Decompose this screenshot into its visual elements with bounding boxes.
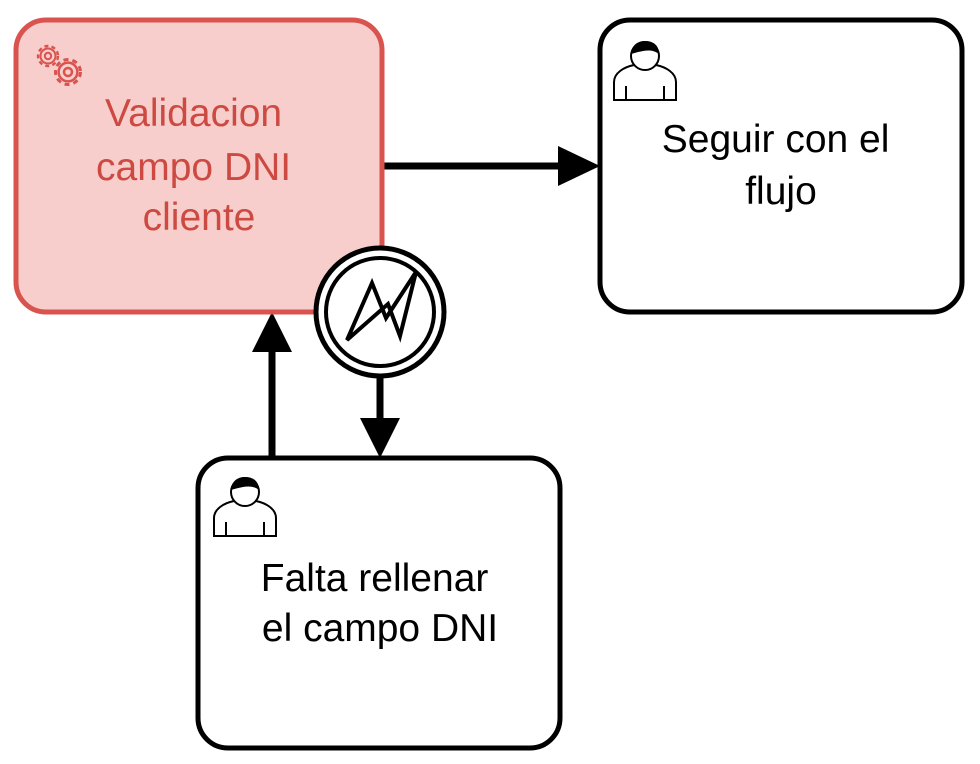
service-task-validacion[interactable]: Validacion campo DNI cliente [13, 17, 385, 315]
task-label: Validacion campo DNI cliente [96, 92, 302, 239]
user-task-falta[interactable]: Falta rellenar el campo DNI [195, 455, 563, 751]
lightning-icon [345, 270, 418, 343]
task-label: Falta rellenar el campo DNI [261, 557, 499, 650]
task-label: Seguir con el flujo [662, 118, 900, 213]
boundary-error-event[interactable] [313, 245, 447, 379]
connection-validacion-to-seguir [384, 146, 600, 186]
connection-falta-to-validacion [252, 312, 292, 458]
user-task-seguir[interactable]: Seguir con el flujo [597, 17, 965, 315]
connection-error-to-falta [360, 378, 400, 458]
